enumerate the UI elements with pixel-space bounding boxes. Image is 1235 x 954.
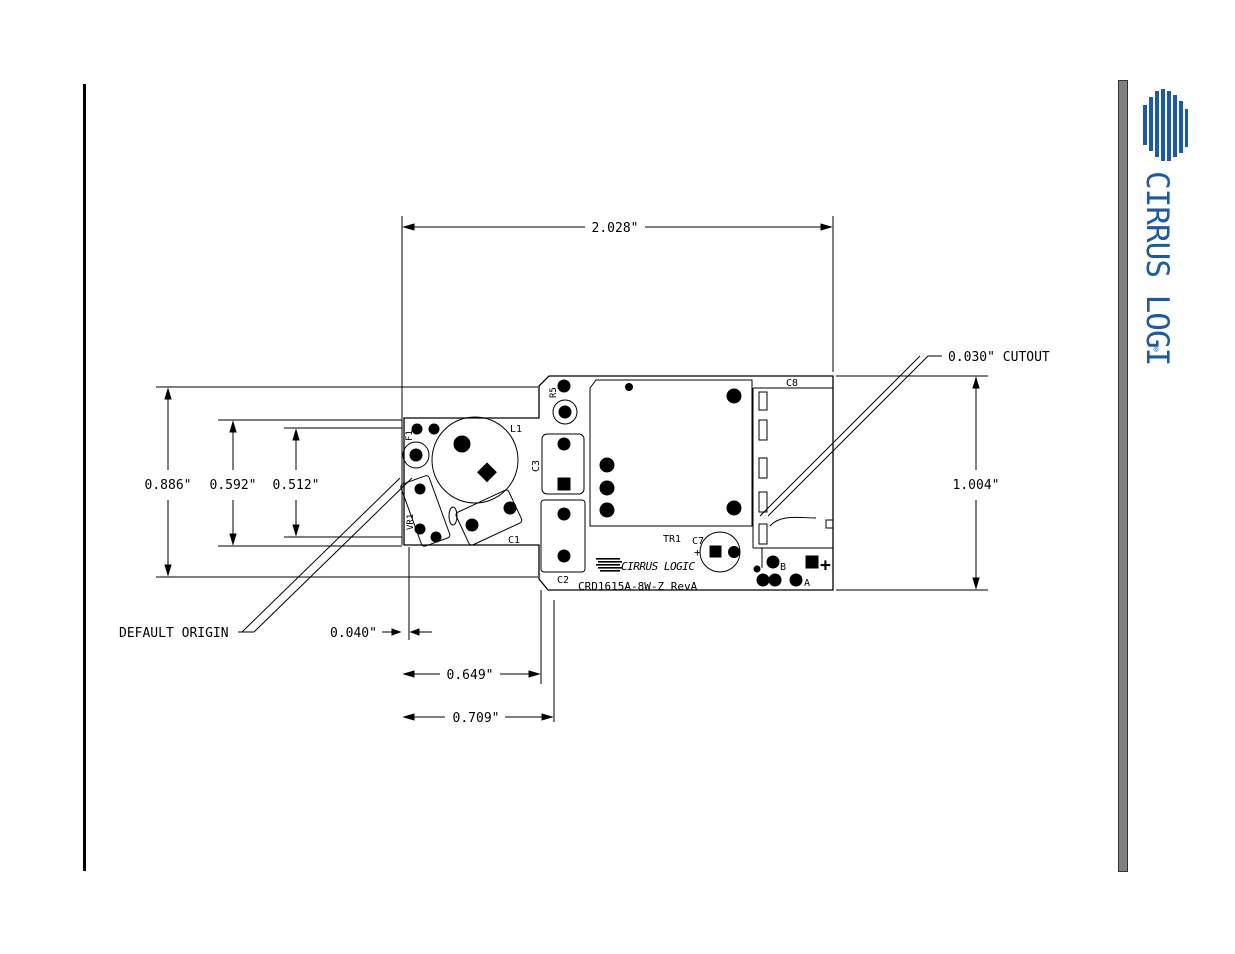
dim-cutout-label: 0.030" CUTOUT	[948, 350, 1050, 365]
pcb-components	[400, 380, 833, 586]
dim-offset-large-label: 0.709"	[453, 711, 500, 726]
dim-offset-small-label: 0.040"	[330, 626, 377, 641]
dim-right-height: 1.004"	[836, 376, 999, 590]
dim-left-heights: 0.886" 0.592" 0.512"	[145, 387, 538, 577]
label-c8: C8	[786, 378, 798, 389]
dim-height-outer-label: 0.886"	[145, 478, 192, 493]
label-c7-plus: +	[694, 546, 701, 559]
dim-overall-width-label: 2.028"	[592, 221, 639, 236]
label-c3: C3	[531, 460, 542, 472]
label-c1: C1	[508, 535, 520, 546]
dim-default-origin: DEFAULT ORIGIN	[119, 478, 412, 641]
dim-bottom-offsets: 0.040" 0.649" 0.709"	[330, 547, 554, 726]
board-silkscreen-text: CRD1615A-8W-Z RevA	[578, 580, 698, 593]
dim-right-height-label: 1.004"	[953, 478, 1000, 493]
label-l1: L1	[510, 424, 522, 435]
label-vr1: VR1	[406, 514, 416, 530]
dim-cutout: 0.030" CUTOUT	[760, 350, 1050, 516]
label-tr1: TR1	[663, 534, 681, 545]
default-origin-label: DEFAULT ORIGIN	[119, 626, 229, 641]
label-f1: F1	[405, 430, 415, 441]
label-plus-big: +	[820, 555, 831, 576]
label-b: B	[780, 562, 786, 573]
board-logo-text: CIRRUS LOGIC	[621, 560, 695, 573]
dim-height-mid-label: 0.592"	[210, 478, 257, 493]
label-c2: C2	[557, 575, 569, 586]
dim-offset-mid-label: 0.649"	[447, 668, 494, 683]
label-a: A	[804, 578, 810, 589]
label-r5: R5	[549, 387, 559, 398]
dim-height-inner-label: 0.512"	[273, 478, 320, 493]
